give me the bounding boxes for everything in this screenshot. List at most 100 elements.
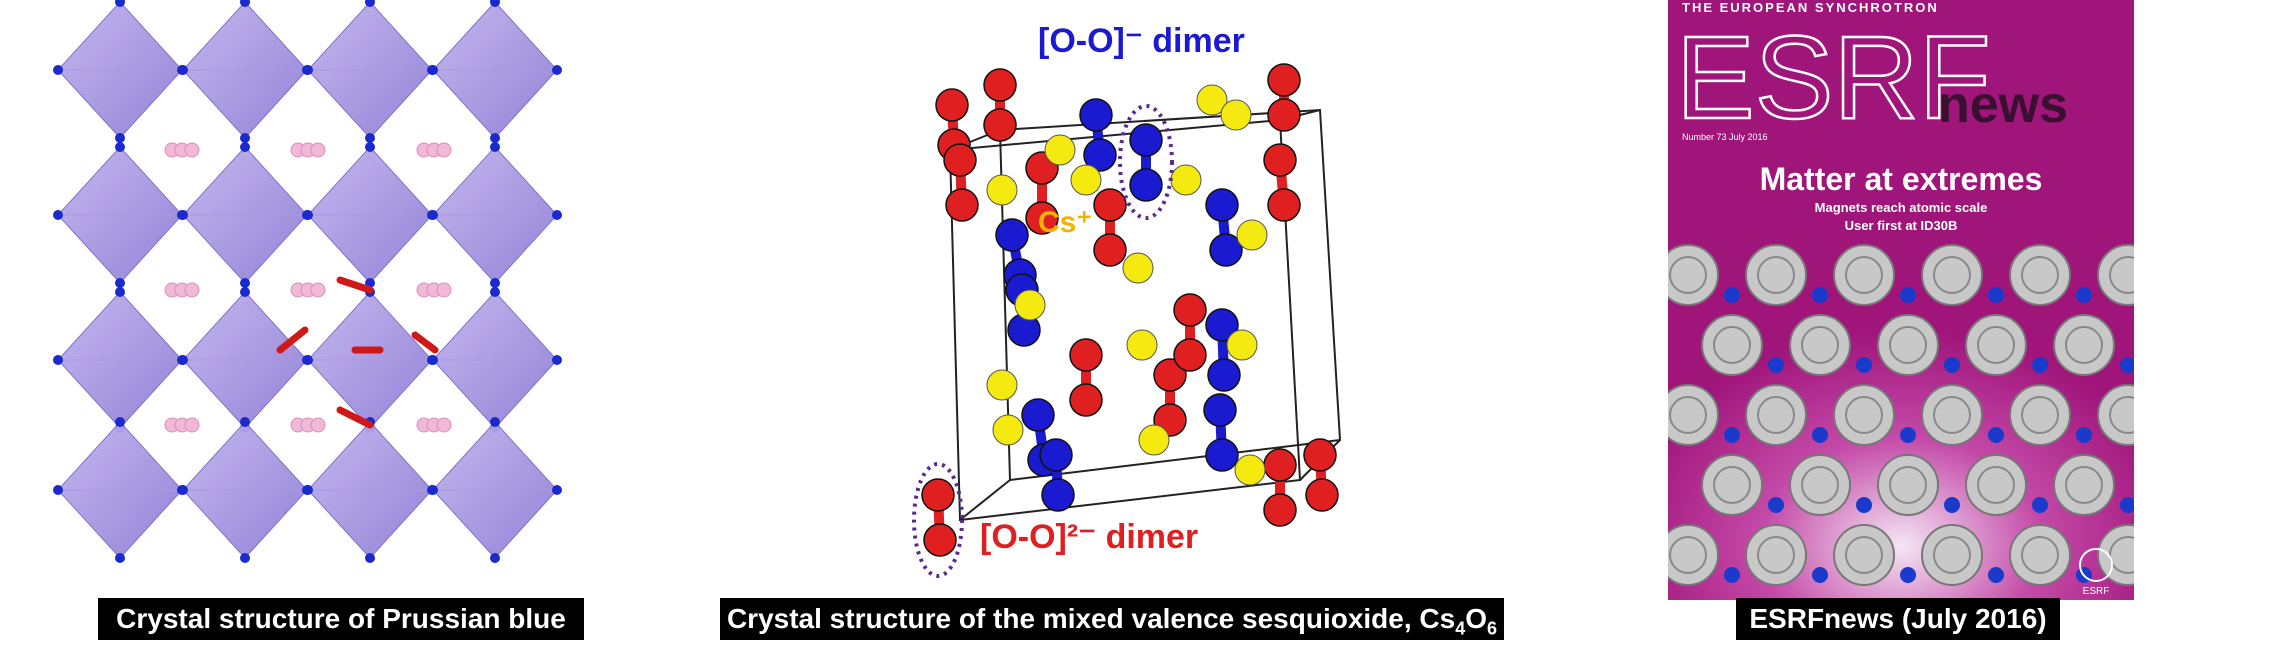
blue-atom <box>1812 427 1828 443</box>
sesquioxide-figure: [O-O]⁻ dimer [O-O]²⁻ dimer Cs⁺ <box>860 0 1480 580</box>
nitrogen-atom <box>490 133 500 143</box>
nitrogen-atom <box>53 210 63 220</box>
fullerene <box>1833 244 1895 306</box>
svg-text:ESRF: ESRF <box>2083 586 2110 597</box>
pink-atom <box>436 417 452 433</box>
blue-atom <box>1900 427 1916 443</box>
blue-atom <box>1768 357 1784 373</box>
fullerene <box>1877 314 1939 376</box>
caption-prussian-blue: Crystal structure of Prussian blue <box>98 598 584 640</box>
peroxide-oxygen-atom <box>1025 201 1059 235</box>
blue-atom <box>1812 567 1828 583</box>
nitrogen-atom <box>303 355 313 365</box>
superoxide-oxygen-atom <box>1083 138 1117 172</box>
cesium-atom <box>1170 164 1202 196</box>
blue-atom <box>1988 287 2004 303</box>
superoxide-oxygen-atom <box>1129 123 1163 157</box>
peroxide-oxygen-atom <box>1263 448 1297 482</box>
cesium-atom <box>1226 329 1258 361</box>
highlight-ring-bottom <box>912 462 964 578</box>
fullerene <box>1833 384 1895 446</box>
prussian-blue-figure <box>40 0 660 580</box>
superoxide-oxygen-atom <box>1079 98 1113 132</box>
blue-atom <box>1724 427 1740 443</box>
superoxide-oxygen-atom <box>1129 168 1163 202</box>
fullerene <box>2009 524 2071 586</box>
nitrogen-atom <box>240 133 250 143</box>
peroxide-oxygen-atom <box>1069 383 1103 417</box>
fullerene <box>1833 524 1895 586</box>
nitrogen-atom <box>115 142 125 152</box>
fullerene <box>2053 454 2115 516</box>
fullerene <box>1701 314 1763 376</box>
cesium-atom <box>1138 424 1170 456</box>
nitrogen-atom <box>303 485 313 495</box>
nitrogen-atom <box>178 355 188 365</box>
cesium-atom <box>1220 99 1252 131</box>
blue-atom <box>1856 357 1872 373</box>
nitrogen-atom <box>365 0 375 7</box>
cover-logo-news: news <box>1938 76 2068 134</box>
nitrogen-atom <box>490 287 500 297</box>
fullerene <box>1745 384 1807 446</box>
cover-headline: Matter at extremes <box>1760 161 2043 197</box>
label-peroxide-dimer: [O-O]²⁻ dimer <box>980 518 1198 556</box>
superoxide-oxygen-atom <box>995 218 1029 252</box>
nitrogen-atom <box>365 553 375 563</box>
peroxide-oxygen-atom <box>1173 338 1207 372</box>
superoxide-oxygen-atom <box>1205 308 1239 342</box>
cesium-atom <box>1014 289 1046 321</box>
fullerene <box>1965 314 2027 376</box>
peroxide-oxygen-atom <box>1305 478 1339 512</box>
pink-atom <box>436 142 452 158</box>
nitrogen-atom <box>303 210 313 220</box>
nitrogen-atom <box>115 287 125 297</box>
nitrogen-atom <box>178 485 188 495</box>
peroxide-oxygen-atom <box>1263 143 1297 177</box>
nitrogen-atom <box>115 133 125 143</box>
nitrogen-atom <box>552 65 562 75</box>
blue-atom <box>1988 427 2004 443</box>
peroxide-oxygen-atom <box>1267 63 1301 97</box>
nitrogen-atom <box>240 142 250 152</box>
peroxide-oxygen-atom <box>1263 493 1297 527</box>
blue-atom <box>1944 357 1960 373</box>
fullerene <box>1921 524 1983 586</box>
blue-atom <box>2120 497 2136 513</box>
fullerene <box>1789 454 1851 516</box>
water-molecule <box>336 276 374 294</box>
fullerene <box>1921 244 1983 306</box>
cesium-atom <box>1234 454 1266 486</box>
cover-issue: Number 73 July 2016 <box>1682 132 1768 142</box>
pink-atom <box>184 142 200 158</box>
superoxide-oxygen-atom <box>1205 438 1239 472</box>
highlight-ring-top <box>1118 104 1174 220</box>
nitrogen-atom <box>115 417 125 427</box>
prussian-blue-structure <box>53 0 562 563</box>
esrf-cover-art: THE EUROPEAN SYNCHROTRON ESRF news Numbe… <box>1657 0 2224 600</box>
blue-atom <box>1944 497 1960 513</box>
peroxide-oxygen-atom <box>1093 188 1127 222</box>
fullerene <box>1657 384 1719 446</box>
peroxide-oxygen-atom <box>921 478 955 512</box>
nitrogen-atom <box>552 210 562 220</box>
peroxide-oxygen-atom <box>1093 233 1127 267</box>
cover-logo-esrf: ESRF <box>1676 12 1991 144</box>
superoxide-oxygen-atom <box>1203 393 1237 427</box>
esrf-footer-logo: ESRF <box>2079 548 2113 597</box>
fullerene <box>1789 314 1851 376</box>
blue-atom <box>1856 497 1872 513</box>
peroxide-oxygen-atom <box>1173 293 1207 327</box>
fullerene <box>1745 244 1807 306</box>
fullerene <box>1965 454 2027 516</box>
nitrogen-atom <box>303 65 313 75</box>
nitrogen-atom <box>240 278 250 288</box>
esrf-news-cover: THE EUROPEAN SYNCHROTRON ESRF news Numbe… <box>1657 0 2224 600</box>
cover-subline-1: Magnets reach atomic scale <box>1815 200 1988 215</box>
fullerene <box>1921 384 1983 446</box>
nitrogen-atom <box>178 65 188 75</box>
superoxide-oxygen-atom <box>1205 188 1239 222</box>
label-cesium: Cs⁺ <box>1038 206 1092 239</box>
peroxide-oxygen-atom <box>943 143 977 177</box>
pink-atom <box>310 282 326 298</box>
